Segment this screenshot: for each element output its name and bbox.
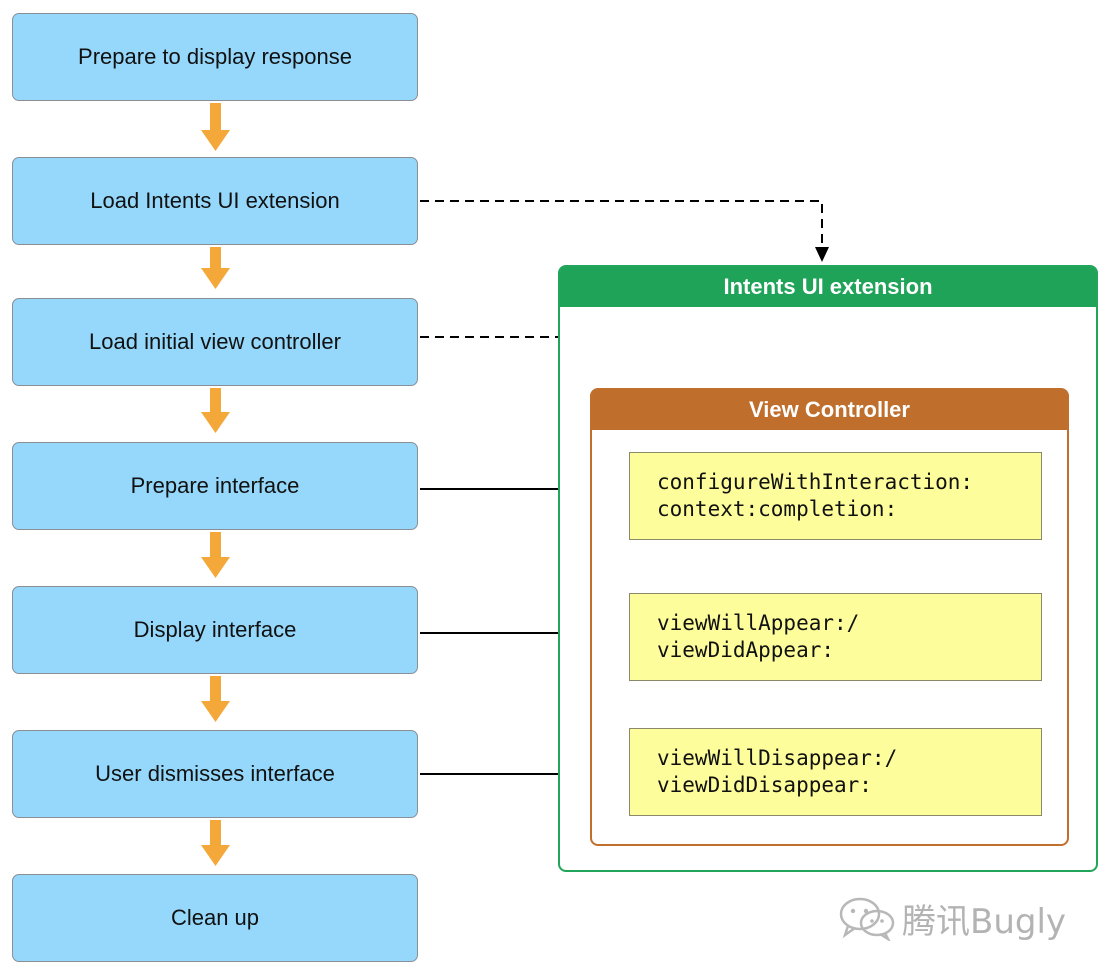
flow-arrow (201, 388, 230, 433)
watermark-text: 腾讯Bugly (902, 901, 1067, 942)
flow-arrow (201, 103, 230, 151)
step-user-dismisses-interface: User dismisses interface (12, 730, 418, 818)
flow-arrow (201, 676, 230, 722)
step-display-interface: Display interface (12, 586, 418, 674)
dashed-connector-extension-head (815, 247, 829, 262)
step-load-intents-ui-extension: Load Intents UI extension (12, 157, 418, 245)
method-view-appear: viewWillAppear:/ viewDidAppear: (629, 593, 1042, 681)
view-controller-title: View Controller (592, 390, 1067, 430)
step-prepare-interface: Prepare interface (12, 442, 418, 530)
step-load-initial-view-controller: Load initial view controller (12, 298, 418, 386)
view-controller-container: View Controller configureWithInteraction… (590, 388, 1069, 846)
dashed-connector-extension (420, 200, 823, 250)
method-view-disappear: viewWillDisappear:/ viewDidDisappear: (629, 728, 1042, 816)
step-prepare-to-display-response: Prepare to display response (12, 13, 418, 101)
flow-arrow (201, 532, 230, 578)
step-clean-up: Clean up (12, 874, 418, 962)
intents-ui-extension-container: Intents UI extension View Controller con… (558, 265, 1098, 872)
flow-arrow (201, 247, 230, 289)
intents-ui-extension-title: Intents UI extension (560, 267, 1096, 307)
watermark: 腾讯Bugly (838, 893, 1066, 943)
flow-arrow (201, 820, 230, 866)
method-configure-with-interaction: configureWithInteraction: context:comple… (629, 452, 1042, 540)
wechat-icon (839, 897, 895, 941)
